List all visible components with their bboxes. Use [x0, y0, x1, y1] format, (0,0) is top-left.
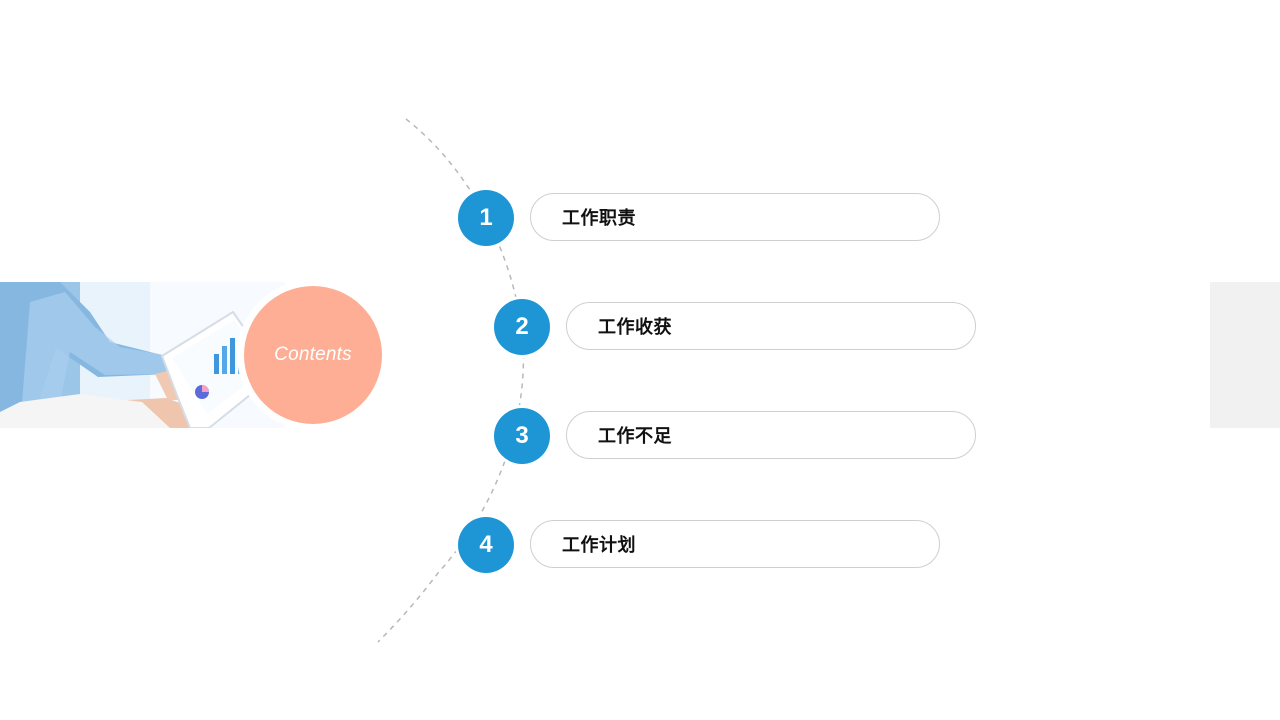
toc-item-label: 工作不足: [598, 426, 672, 446]
toc-number-3: 3: [494, 408, 550, 464]
toc-item-label: 工作计划: [562, 535, 636, 555]
contents-badge-label: Contents: [274, 344, 352, 365]
toc-number-2: 2: [494, 299, 550, 355]
toc-pill-4: 工作计划: [530, 520, 940, 568]
toc-number-1: 1: [458, 190, 514, 246]
right-gray-panel: [1210, 282, 1280, 428]
toc-number-label: 1: [479, 204, 493, 231]
toc-number-label: 4: [479, 531, 493, 558]
toc-item-label: 工作职责: [562, 208, 636, 228]
toc-item-label: 工作收获: [598, 317, 672, 337]
toc-number-label: 3: [515, 422, 529, 449]
toc-pill-3: 工作不足: [566, 411, 976, 459]
contents-badge: Contents: [244, 286, 382, 424]
toc-number-label: 2: [515, 313, 529, 340]
toc-pill-2: 工作收获: [566, 302, 976, 350]
toc-pill-1: 工作职责: [530, 193, 940, 241]
toc-number-4: 4: [458, 517, 514, 573]
